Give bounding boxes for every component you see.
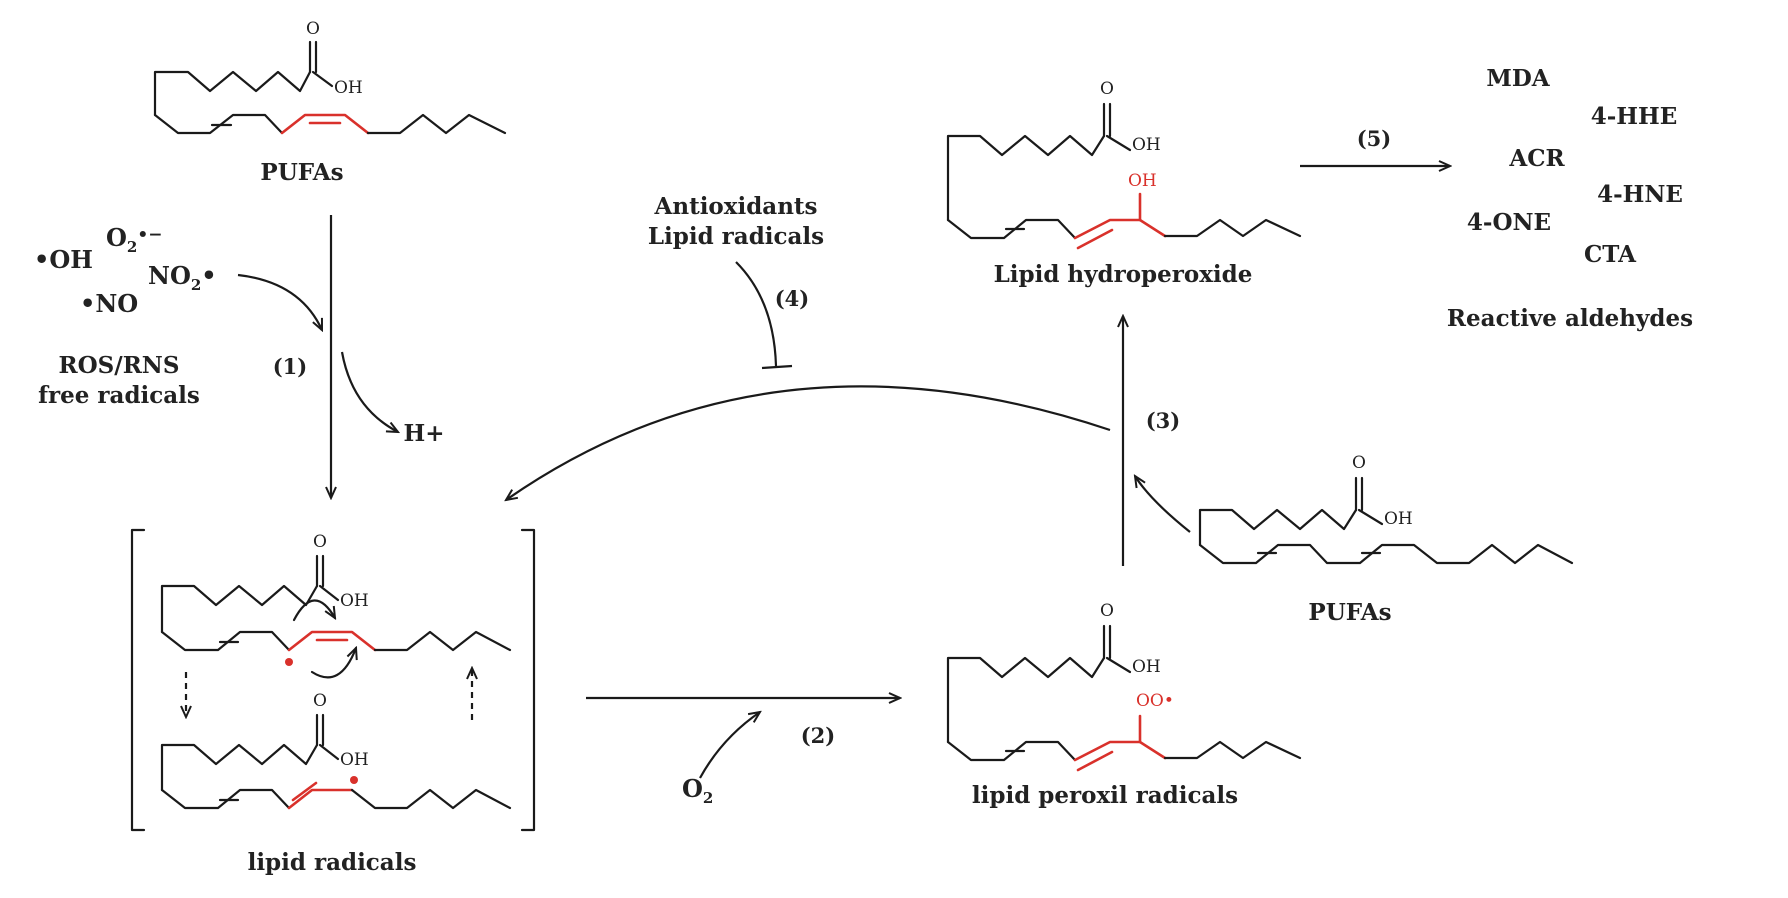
aldehydes-list: MDA 4-HHE ACR 4-HNE 4-ONE CTA <box>1467 65 1683 268</box>
lipid-hydroperoxide-molecule: O OH OH <box>946 79 1302 250</box>
inhibition-bar <box>761 364 793 370</box>
aldehyde-4-hne: 4-HNE <box>1597 181 1683 208</box>
step-3-label: (3) <box>1146 408 1180 433</box>
aldehyde-4-hhe: 4-HHE <box>1591 103 1678 130</box>
svg-text:OH: OH <box>1132 657 1161 677</box>
svg-text:OH: OH <box>1384 509 1413 529</box>
svg-text:O: O <box>1100 601 1114 621</box>
h-plus-label: H+ <box>403 420 444 447</box>
ros-rns-label-line2: free radicals <box>38 382 200 409</box>
lipid-peroxil-radicals-label: lipid peroxil radicals <box>972 782 1238 809</box>
hydroxyl-radical-label: •OH <box>34 245 93 274</box>
lipid-radical-molecule-bottom: O OH <box>160 691 512 810</box>
svg-text:OH: OH <box>340 591 369 611</box>
lipid-radical-molecule-top: O OH <box>160 532 512 679</box>
lipid-hydroperoxide-label: Lipid hydroperoxide <box>994 261 1253 288</box>
h-plus-output-arrow <box>340 351 398 432</box>
right-bracket <box>520 528 536 832</box>
svg-text:O: O <box>313 691 327 711</box>
aldehyde-cta: CTA <box>1584 241 1637 268</box>
svg-text:OH: OH <box>1132 135 1161 155</box>
hydroxyl-group-label: OH <box>1128 171 1157 191</box>
nitric-oxide-radical-label: •NO <box>80 289 138 318</box>
svg-text:O: O <box>1100 79 1114 99</box>
pufa-input-arrow <box>1135 476 1191 533</box>
step-5-label: (5) <box>1357 126 1391 151</box>
oxygen-label: O2 <box>682 774 713 807</box>
left-bracket <box>130 528 146 832</box>
svg-text:OH: OH <box>340 750 369 770</box>
pufa-molecule-top: O OH <box>153 19 507 135</box>
radicals-input-arrow <box>237 273 322 330</box>
antioxidants-label-line1: Antioxidants <box>654 193 818 220</box>
carbonyl-oxygen-label: O <box>306 19 320 39</box>
pufas-right-label: PUFAs <box>1308 599 1391 626</box>
ros-rns-species: •OH •NO O2•− NO2• <box>34 223 217 318</box>
nitrogen-dioxide-label: NO2• <box>148 261 217 294</box>
aldehyde-acr: ACR <box>1508 145 1565 172</box>
step-1-label: (1) <box>273 354 307 379</box>
svg-text:O: O <box>1352 453 1366 473</box>
svg-text:O: O <box>313 532 327 552</box>
inhibition-line <box>735 261 778 367</box>
step-2-label: (2) <box>801 723 835 748</box>
pufa-molecule-right: O OH <box>1198 453 1574 565</box>
oxygen-input-arrow <box>699 712 760 779</box>
pufas-top-label: PUFAs <box>260 159 343 186</box>
ros-rns-label-line1: ROS/RNS <box>59 352 180 379</box>
superoxide-label: O2•− <box>106 223 162 256</box>
acid-oh-label: OH <box>334 78 363 98</box>
aldehyde-4-one: 4-ONE <box>1467 209 1551 236</box>
peroxyl-group-label: OO• <box>1136 691 1174 711</box>
reactive-aldehydes-label: Reactive aldehydes <box>1447 305 1693 332</box>
antioxidants-label-line2: Lipid radicals <box>648 223 824 250</box>
aldehyde-mda: MDA <box>1486 65 1550 92</box>
lipid-radicals-label: lipid radicals <box>248 849 417 876</box>
step-4-label: (4) <box>775 286 809 311</box>
propagation-arrow <box>506 385 1111 500</box>
lipid-peroxil-radical-molecule: O OH OO• <box>946 601 1302 772</box>
